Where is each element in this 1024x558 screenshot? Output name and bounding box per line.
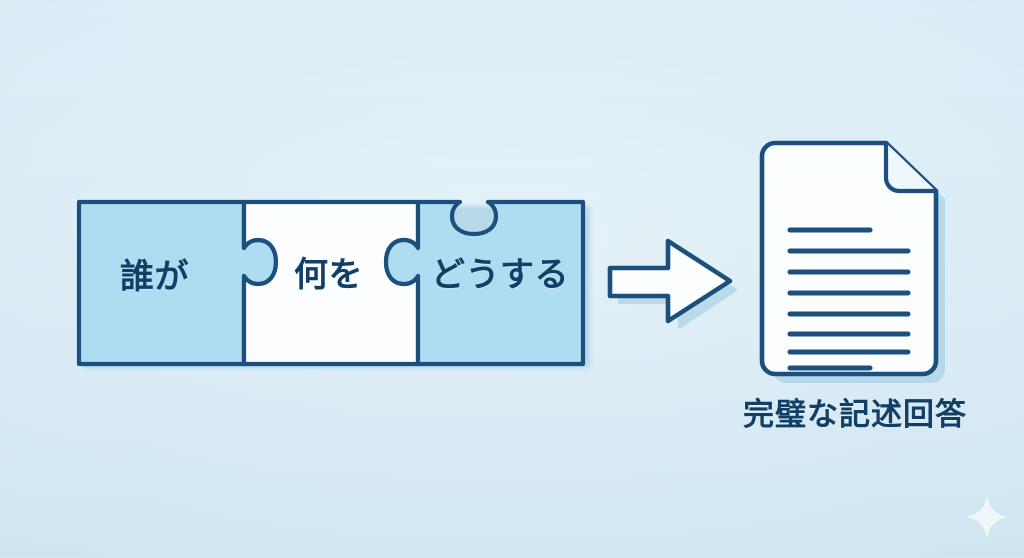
- puzzle-piece-right[interactable]: [383, 199, 586, 367]
- document-svg: [759, 140, 945, 383]
- puzzle-label-who: 誰が: [120, 257, 189, 297]
- puzzle-group: [62, 186, 602, 382]
- sparkle-star-icon: [966, 495, 1008, 539]
- document-fold-corner-icon: [883, 140, 939, 194]
- arrow-group: [604, 228, 740, 328]
- puzzle-svg: [76, 199, 590, 368]
- right-arrow-svg: [607, 238, 738, 328]
- document-group: [748, 132, 956, 390]
- right-arrow-icon: [607, 238, 733, 324]
- document-caption: 完璧な記述回答: [743, 397, 967, 433]
- document-text-lines: [787, 227, 911, 371]
- sparkle-decoration: [965, 494, 1009, 540]
- puzzle-label-what: 何を: [294, 255, 363, 295]
- puzzle-label-howdo: どうする: [431, 255, 569, 295]
